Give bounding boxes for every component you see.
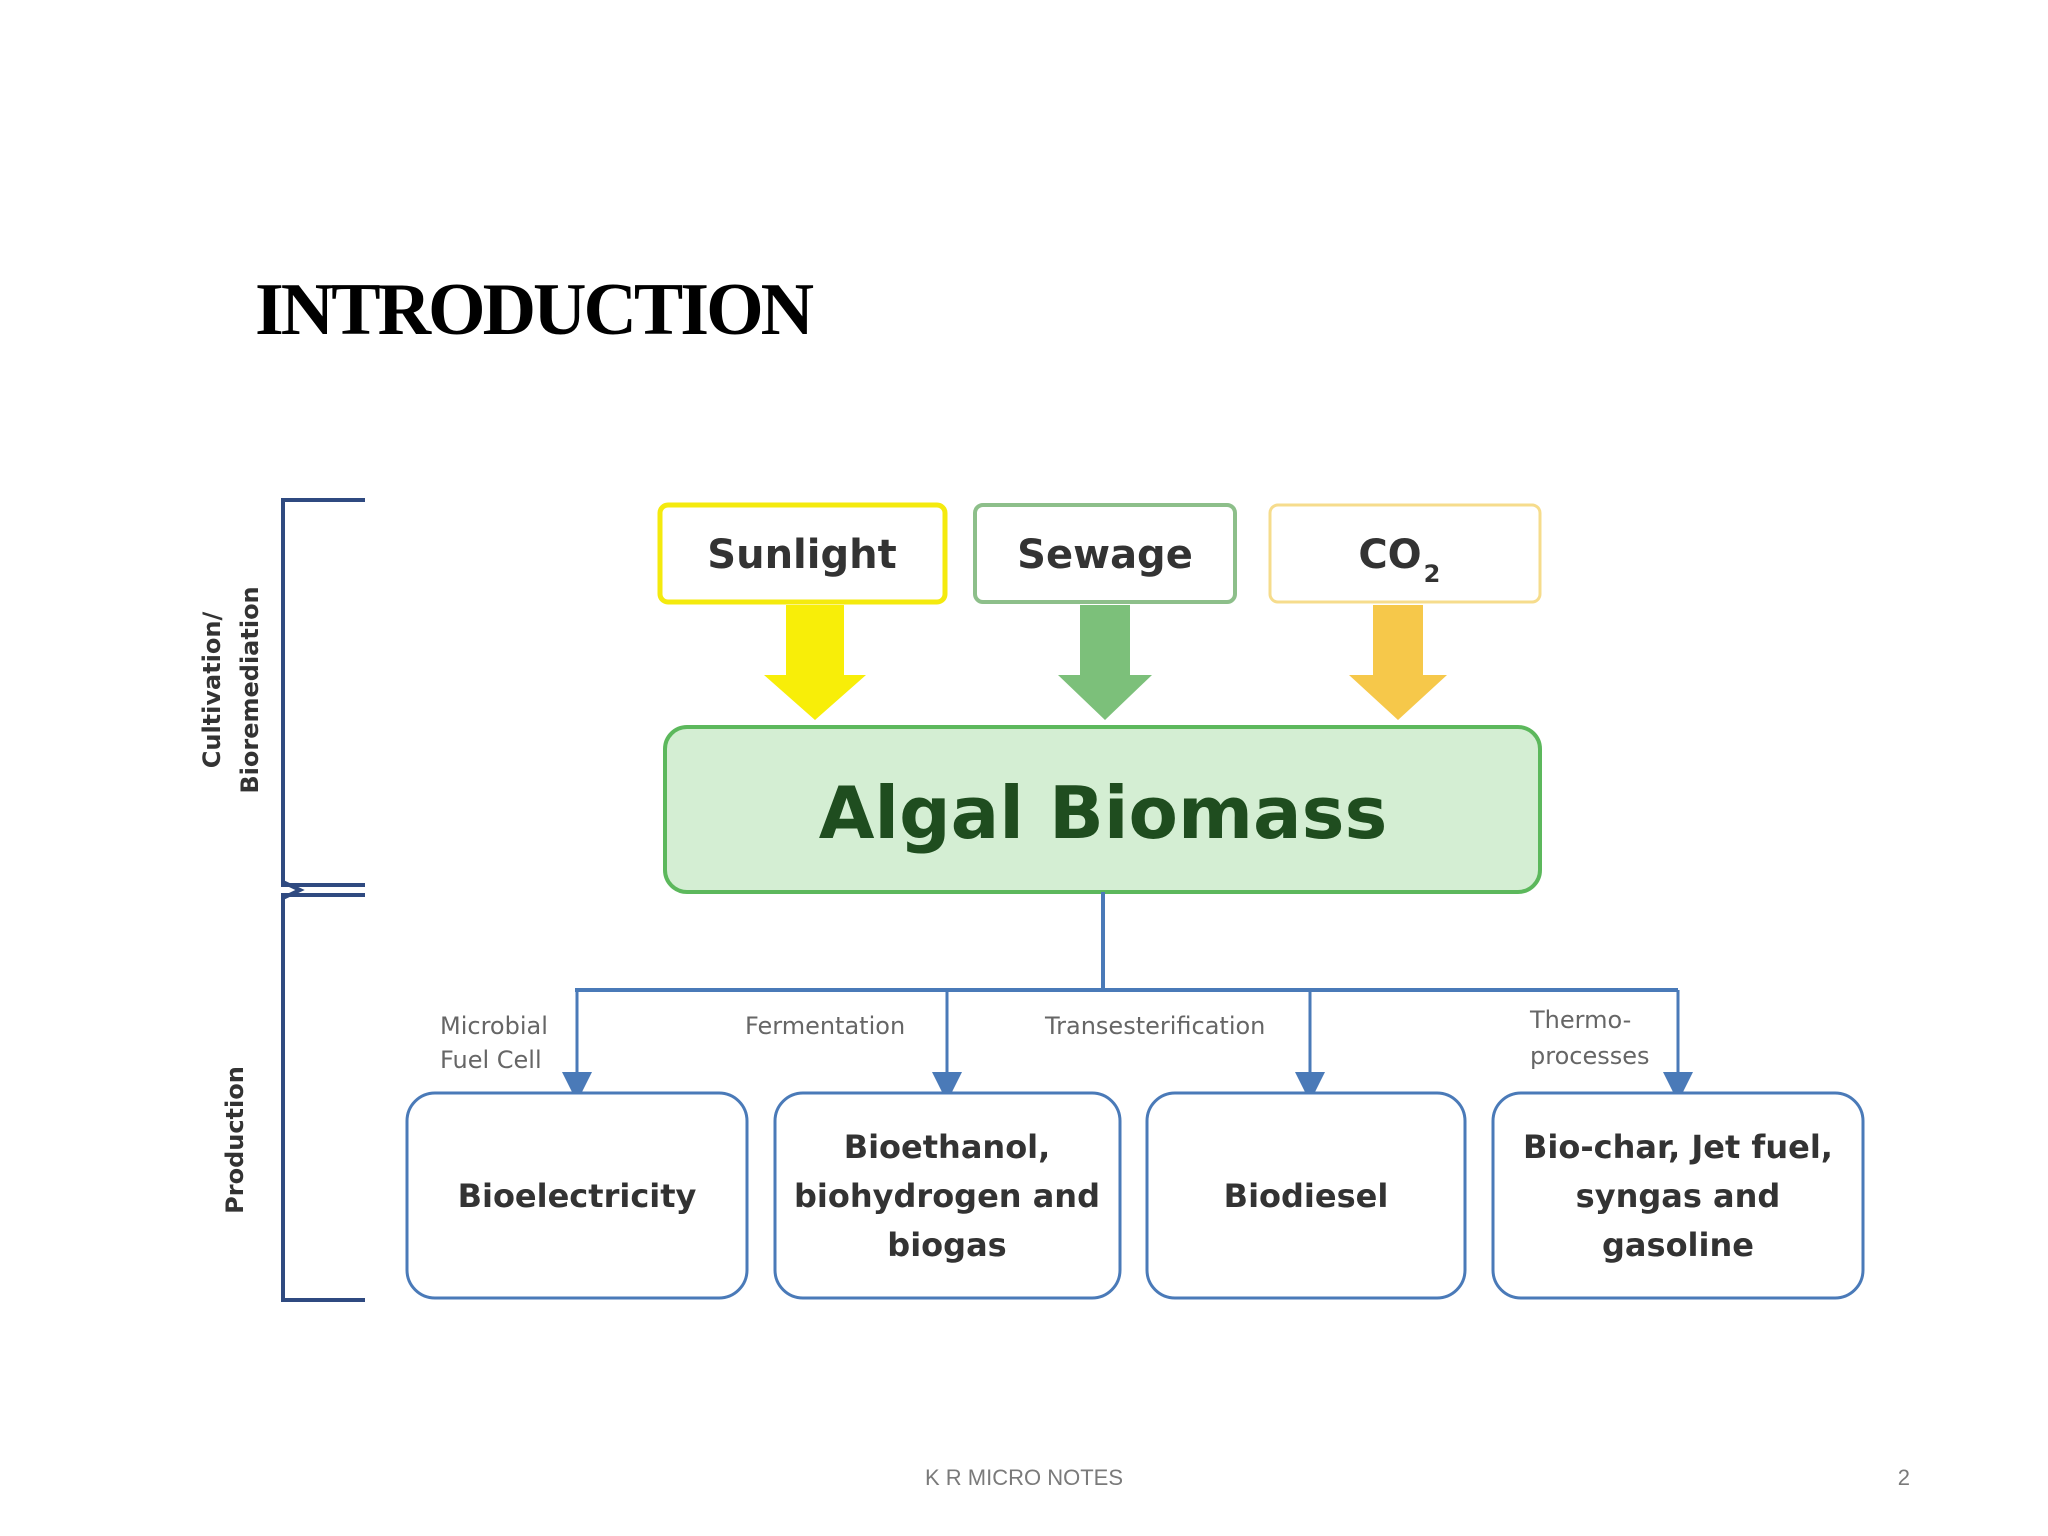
process-label-microbial: Microbial — [440, 1012, 548, 1040]
co2-box — [1268, 503, 1542, 604]
production-label: Production — [221, 1066, 249, 1214]
slide-footer: K R MICRO NOTES — [924, 1465, 1123, 1490]
process-label-processes: processes — [1530, 1042, 1650, 1070]
process-label-thermo: Thermo- — [1529, 1006, 1631, 1034]
co2-arrow — [1349, 605, 1447, 720]
product-label-bioelectricity: Bioelectricity — [458, 1177, 697, 1215]
production-bracket — [281, 893, 365, 1302]
product-box-bioethanol — [773, 1091, 1122, 1300]
algal-biomass-label: Algal Biomass — [819, 771, 1388, 855]
product-label-bioethanol-1: Bioethanol, — [844, 1128, 1051, 1166]
product-label-biochar-2: syngas and — [1576, 1177, 1781, 1215]
cultivation-label-line2: Bioremediation — [236, 586, 264, 793]
sunlight-arrow — [764, 605, 866, 720]
product-label-biochar-3: gasoline — [1602, 1226, 1754, 1264]
product-label-biochar-1: Bio-char, Jet fuel, — [1523, 1128, 1833, 1166]
process-label-transesterification: Transesterification — [1044, 1012, 1265, 1040]
sewage-arrow — [1058, 605, 1152, 720]
sunlight-label: Sunlight — [707, 532, 896, 578]
cultivation-bracket — [281, 498, 365, 887]
process-label-fermentation: Fermentation — [745, 1012, 905, 1040]
co2-subscript: 2 — [1424, 560, 1441, 588]
sewage-box — [973, 503, 1237, 604]
page-number: 2 — [1897, 1465, 1910, 1490]
co2-label: CO — [1358, 532, 1421, 578]
process-label-fuel-cell: Fuel Cell — [440, 1046, 542, 1074]
product-box-bioelectricity — [405, 1091, 749, 1300]
cultivation-label-line1: Cultivation/ — [198, 612, 226, 769]
product-label-biodiesel: Biodiesel — [1224, 1177, 1389, 1215]
slide-title: INTRODUCTION — [255, 269, 814, 351]
product-box-biochar — [1491, 1091, 1865, 1300]
product-label-bioethanol-3: biogas — [887, 1226, 1006, 1264]
product-label-bioethanol-2: biohydrogen and — [794, 1177, 1100, 1215]
product-box-biodiesel — [1145, 1091, 1467, 1300]
sewage-label: Sewage — [1017, 532, 1193, 578]
sunlight-box — [657, 502, 948, 605]
